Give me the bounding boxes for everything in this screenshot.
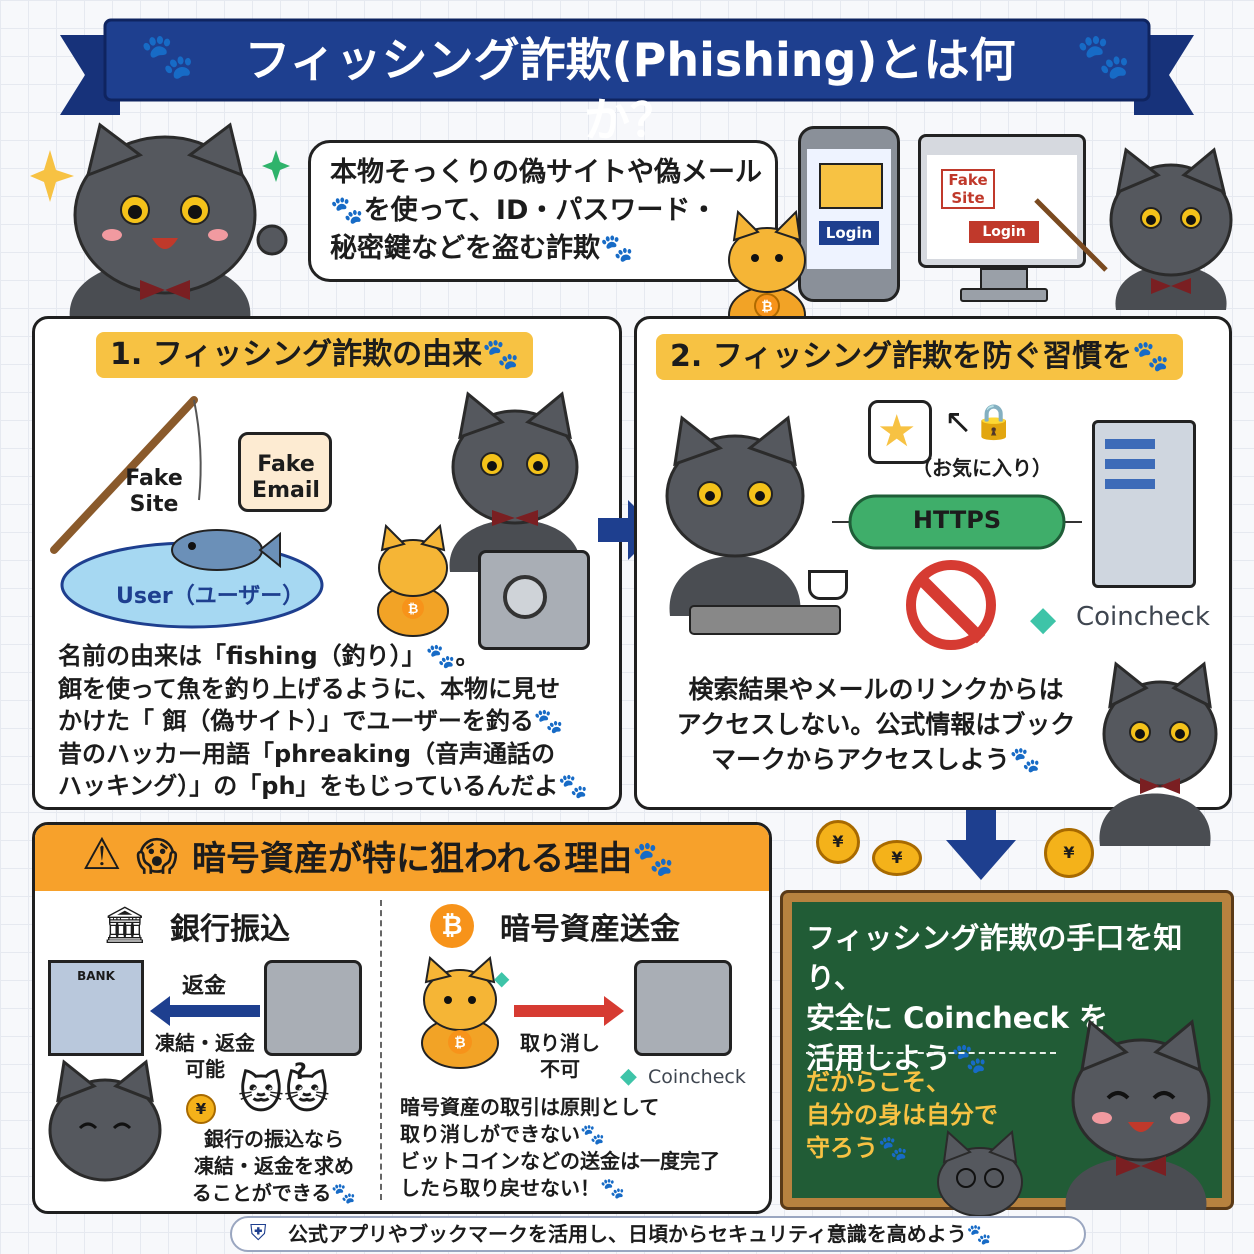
phone-illustration: Login bbox=[798, 126, 900, 302]
cat-glasses-icon bbox=[937, 1129, 1023, 1217]
page-title: フィッシング詐欺(Phishing)とは何か？ bbox=[244, 33, 1016, 147]
fish-icon bbox=[171, 529, 281, 571]
board-sub-text: だからこそ、 自分の身は自分で 守ろう🐾 bbox=[806, 1068, 998, 1162]
warning-icon: ⚠ bbox=[82, 829, 122, 880]
scared-face-icon: 😱 bbox=[136, 834, 178, 880]
yen-coin-3-icon: ¥ bbox=[1044, 828, 1094, 878]
section2-heading: 2. フィッシング詐欺を防ぐ習慣を🐾 bbox=[656, 334, 1184, 380]
cat-bitcoin-crypto-icon: ₿ bbox=[421, 956, 499, 1069]
yen-coin-2-icon: ¥ bbox=[872, 840, 922, 876]
intro-bubble-text: 本物そっくりの偽サイトや偽メール 🐾を使って、ID・パスワード・ 秘密鍵などを盗… bbox=[330, 157, 762, 264]
title-banner-shape bbox=[60, 18, 1194, 115]
fishing-rod-icon bbox=[50, 396, 202, 554]
title-paw-left-icon: 🐾 bbox=[140, 31, 195, 82]
board-main-text: フィッシング詐欺の手口を知り、 安全に Coincheck を 活用しよう🐾 bbox=[806, 921, 1183, 1075]
cat-laptop-section2-icon bbox=[665, 415, 841, 635]
section3-heading: 暗号資産が特に狙われる理由🐾 bbox=[192, 839, 675, 879]
refund-arrow-icon bbox=[150, 996, 260, 1026]
coincheck-crypto-brand: Coincheck bbox=[648, 1066, 746, 1088]
sparkle-icon bbox=[30, 150, 74, 202]
bookmark-star-bubble: ★ bbox=[868, 400, 932, 464]
server-icon bbox=[1092, 420, 1196, 588]
cat-bitcoin-section1-icon: ₿ bbox=[377, 523, 449, 637]
coincheck-small-diamond-icon: ◆ bbox=[494, 966, 510, 990]
intro-speech-bubble bbox=[308, 140, 778, 282]
rod-fake-site-label: Fake Site bbox=[125, 466, 183, 517]
coincheck-diamond-icon: ◆ bbox=[1030, 599, 1057, 639]
section2-body: 検索結果やメールのリンクからは アクセスしない。公式情報はブック マークからアク… bbox=[676, 675, 1076, 774]
bank-freeze-caption: 凍結・返金 可能 bbox=[155, 1031, 255, 1081]
question-mark: ? bbox=[294, 1060, 307, 1085]
crypto-body: 暗号資産の取引は原則として 取り消しができない🐾 ビットコインなどの送金は一度完… bbox=[400, 1095, 720, 1200]
coincheck-brand: Coincheck bbox=[1076, 602, 1210, 632]
coincheck-crypto-diamond-icon: ◆ bbox=[620, 1064, 637, 1089]
cat-worried-bank-icon bbox=[48, 1059, 162, 1182]
section3-divider bbox=[380, 900, 382, 1200]
envelope-icon bbox=[819, 163, 883, 209]
bitcoin-icon: ₿ bbox=[430, 904, 474, 948]
desktop-login-button: Login bbox=[969, 221, 1039, 243]
safe-section1-icon bbox=[478, 550, 590, 650]
safe-crypto-icon bbox=[634, 960, 732, 1056]
section3-header-band bbox=[35, 825, 769, 891]
https-tunnel-shape bbox=[832, 494, 1082, 550]
confused-cats-icon: 🐱🐱 bbox=[238, 1068, 330, 1119]
footer-bar bbox=[230, 1216, 1086, 1252]
section1-heading: 1. フィッシング詐欺の由来🐾 bbox=[96, 332, 534, 378]
cursor-lock-icon: ↖🔒 bbox=[944, 402, 1015, 442]
bank-body: 銀行の振込なら 凍結・返金を求め ることができる🐾 bbox=[191, 1127, 357, 1205]
svg-text:₿: ₿ bbox=[761, 299, 772, 315]
pond-user-label: User（ユーザー） bbox=[116, 584, 305, 609]
send-arrow-icon bbox=[514, 996, 624, 1026]
bookmark-label: （お気に入り） bbox=[912, 456, 1052, 480]
sparkle-green-icon bbox=[262, 150, 290, 182]
desktop-monitor-illustration: Fake Site Login bbox=[918, 134, 1086, 268]
phone-login-button: Login bbox=[819, 221, 879, 245]
bank-sign: BANK bbox=[77, 969, 115, 983]
svg-text:₿: ₿ bbox=[454, 1035, 465, 1051]
svg-text:₿: ₿ bbox=[408, 602, 419, 617]
board-dashed-line bbox=[806, 1052, 1056, 1054]
safe-bank-icon bbox=[264, 960, 362, 1056]
arrow-down-icon bbox=[946, 810, 1016, 880]
star-icon: ★ bbox=[877, 406, 917, 457]
crypto-transfer-title: 暗号資産送金 bbox=[500, 912, 680, 947]
cat-pointer-topright-icon bbox=[1034, 147, 1233, 310]
bank-transfer-title: 銀行振込 bbox=[170, 912, 290, 947]
bank-building-icon: BANK bbox=[48, 960, 144, 1056]
no-entry-icon bbox=[906, 560, 996, 650]
shield-icon: ⛨ bbox=[250, 1221, 267, 1246]
desktop-fake-site-label: Fake Site bbox=[941, 169, 995, 209]
monitor-base bbox=[960, 288, 1048, 302]
fake-email-card bbox=[238, 432, 332, 512]
refund-label: 返金 bbox=[182, 974, 227, 999]
https-label: HTTPS bbox=[912, 506, 1002, 534]
footer-text: 公式アプリやブックマークを活用し、日頃からセキュリティ意識を高めよう🐾 bbox=[288, 1222, 992, 1246]
coffee-cup-icon bbox=[808, 570, 848, 600]
bank-building-small-icon: 🏛 bbox=[102, 905, 148, 946]
fake-email-label: Fake Email bbox=[252, 452, 320, 503]
title-paw-right-icon: 🐾 bbox=[1076, 31, 1131, 82]
section1-body: 名前の由来は「fishing（釣り）」🐾。 餌を使って魚を釣り上げるように、本物… bbox=[58, 642, 589, 800]
cat-pointing-section2-icon bbox=[1099, 661, 1218, 846]
yen-coin-1-icon: ¥ bbox=[816, 820, 860, 864]
cat-teacher-board-icon bbox=[1065, 1019, 1211, 1210]
irreversible-caption: 取り消し 不可 bbox=[520, 1031, 600, 1081]
yen-coin-bank-icon: ¥ bbox=[186, 1094, 216, 1124]
cat-host-topleft-icon bbox=[69, 122, 288, 320]
